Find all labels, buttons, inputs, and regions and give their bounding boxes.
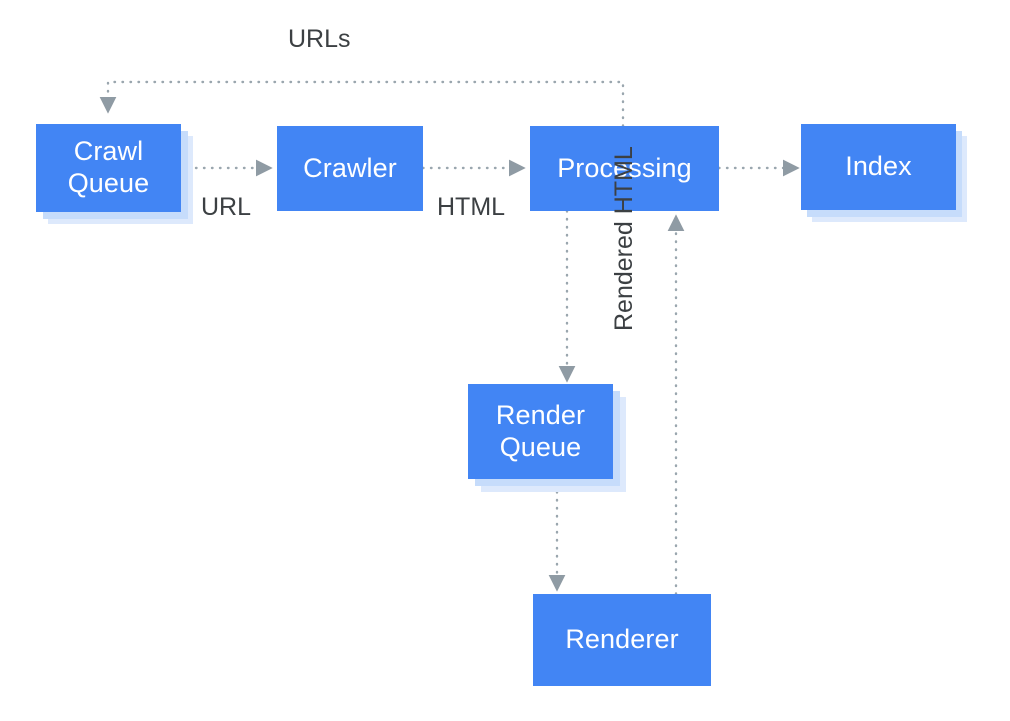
node-processing[interactable]: Processing: [530, 126, 719, 211]
node-index-label: Index: [845, 151, 912, 182]
edge-urls: [99, 80, 625, 128]
node-render-queue-label-line1: Render: [495, 399, 586, 430]
node-crawl-queue-label-line1: Crawl: [73, 136, 144, 167]
node-render-queue[interactable]: Render Queue: [468, 384, 613, 479]
edge-label-rendered-html: Rendered HTML: [610, 146, 638, 331]
node-crawl-queue-label-line2: Queue: [67, 168, 150, 198]
node-index[interactable]: Index: [801, 124, 956, 210]
node-renderer-label: Renderer: [565, 624, 679, 655]
edge-label-url: URL: [201, 193, 252, 221]
node-crawler[interactable]: Crawler: [277, 126, 423, 211]
node-render-queue-label-line2: Queue: [499, 431, 582, 462]
edge-label-urls: URLs: [288, 25, 351, 53]
node-renderer[interactable]: Renderer: [533, 594, 711, 686]
node-processing-label: Processing: [557, 152, 692, 183]
node-crawl-queue[interactable]: Crawl Queue: [36, 124, 181, 212]
node-crawler-label: Crawler: [303, 152, 397, 183]
edge-label-html: HTML: [437, 193, 506, 221]
